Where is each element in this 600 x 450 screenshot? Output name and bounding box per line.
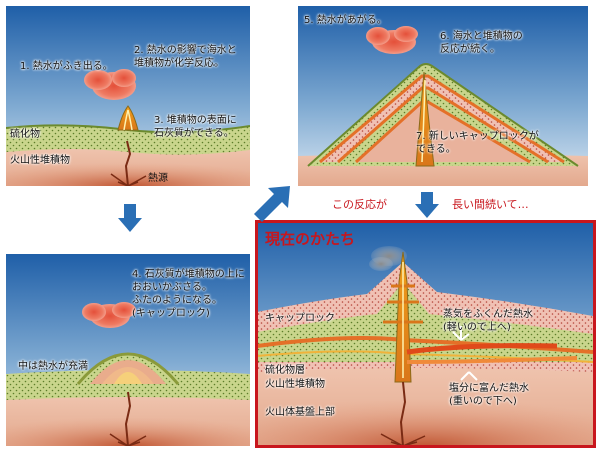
caption-this-reaction: この反応が	[332, 198, 387, 211]
step-6-text: 6. 海水と堆積物の 反応が続く。	[440, 31, 523, 55]
arrow-down-right	[415, 192, 439, 218]
label-volcanic-basement: 火山体基盤上部	[265, 407, 335, 418]
step-4-text: 4. 石灰質が堆積物の上に おおいかぶさる。 ふたのようになる。 (キャップロッ…	[132, 269, 245, 319]
label-heat-source: 熱源	[148, 173, 168, 184]
label-sulfide: 硫化物	[10, 129, 40, 140]
label-caprock: キャップロック	[265, 313, 335, 324]
caption-long-continued: 長い間続いて…	[452, 198, 529, 211]
step-1-text: 1. 熱水がふき出る。	[20, 61, 113, 72]
step-3-text: 3. 堆積物の表面に 石灰質ができる。	[154, 115, 237, 139]
arrow-down-left	[118, 204, 142, 232]
step-2-text: 2. 熱水の影響で海水と 堆積物が化学反応。	[134, 45, 237, 69]
panel-current-form: 現在のかたち キャップロック 蒸気をふくんだ熱水 (軽いので上へ) 塩分に富んだ…	[257, 222, 593, 446]
step-7-text: 7. 新しいキャップロックが できる。	[416, 131, 539, 155]
panel-step-5-7: 5. 熱水があがる。 6. 海水と堆積物の 反応が続く。 7. 新しいキャップロ…	[298, 6, 588, 186]
label-volcanic-sediment: 火山性堆積物	[265, 379, 325, 390]
current-form-title: 現在のかたち	[265, 230, 356, 248]
arrow-diagonal-up	[254, 186, 290, 222]
filled-label: 中は熱水が充満	[18, 361, 88, 372]
label-steam-water: 蒸気をふくんだ熱水 (軽いので上へ)	[443, 309, 533, 333]
step-5-text: 5. 熱水があがる。	[304, 15, 387, 26]
panel-step-4: 4. 石灰質が堆積物の上に おおいかぶさる。 ふたのようになる。 (キャップロッ…	[6, 254, 250, 446]
panel-step-1-3: 1. 熱水がふき出る。 2. 熱水の影響で海水と 堆積物が化学反応。 3. 堆積…	[6, 6, 250, 186]
label-volcanic-sediment: 火山性堆積物	[10, 155, 70, 166]
label-salt-water: 塩分に富んだ熱水 (重いので下へ)	[449, 383, 529, 407]
label-sulfide-layer: 硫化物層	[265, 365, 305, 376]
